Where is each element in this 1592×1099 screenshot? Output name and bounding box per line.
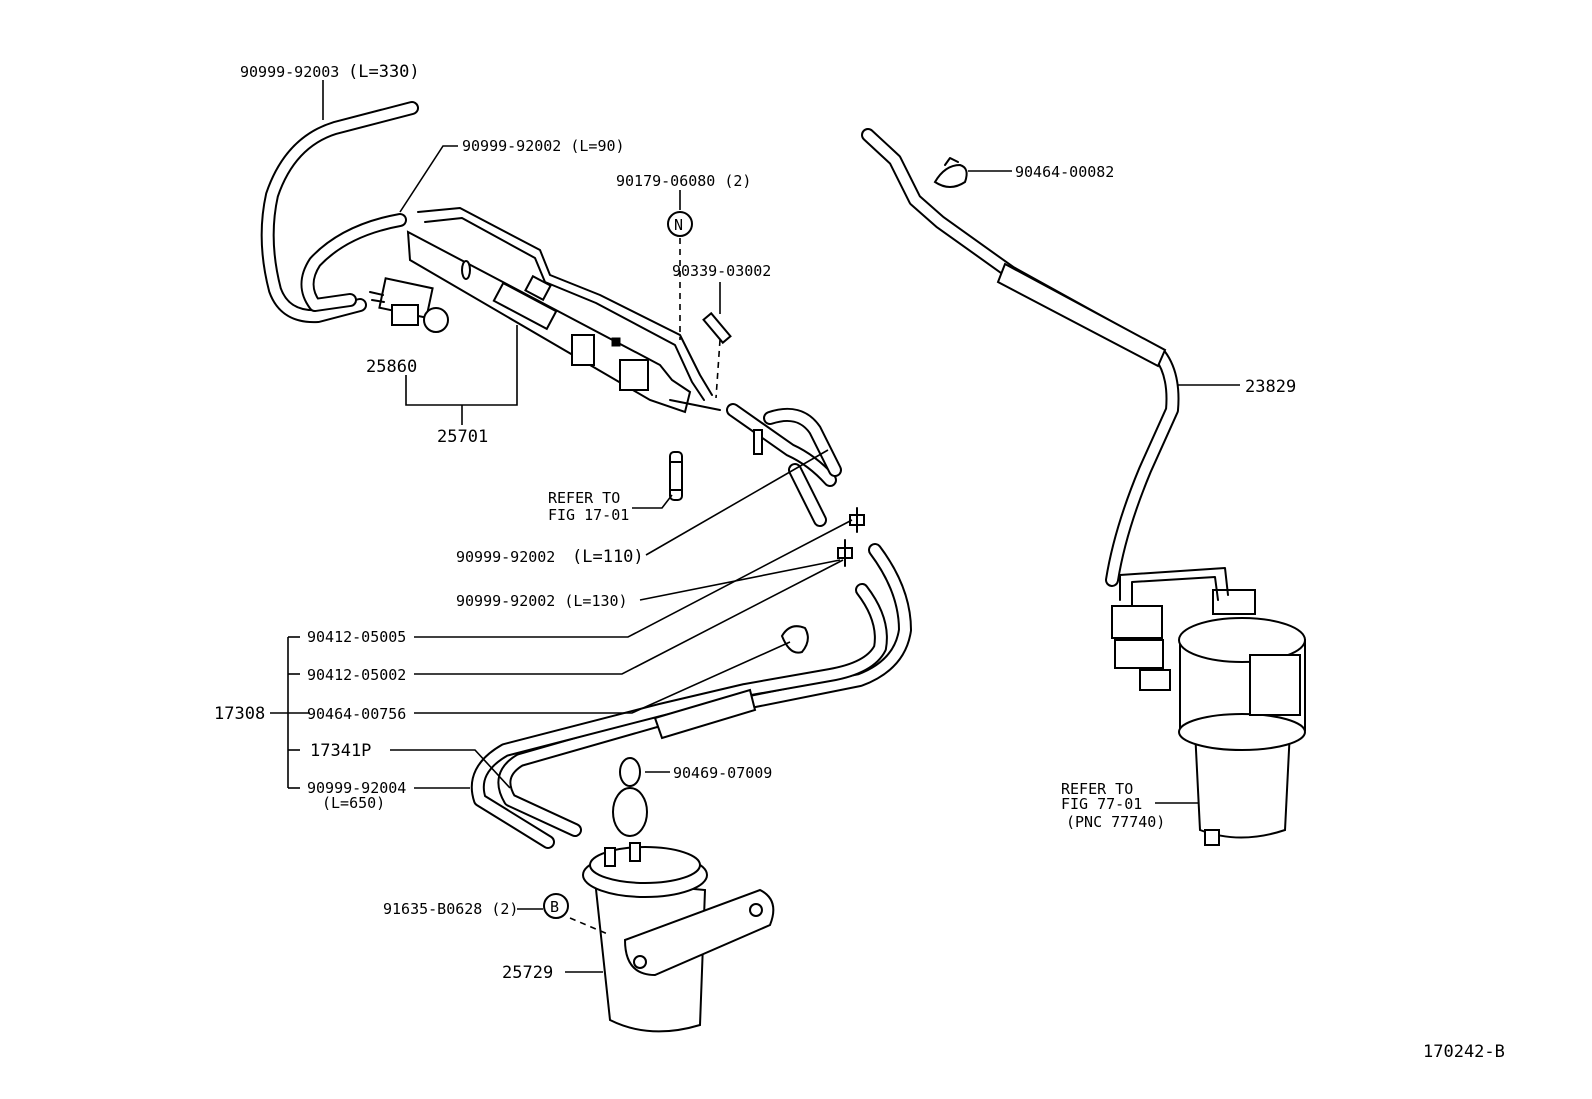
label-25701: 25701 bbox=[437, 427, 488, 447]
label-90412-05005: 90412-05005 bbox=[307, 628, 406, 646]
pipe-23829 bbox=[861, 128, 1180, 587]
label-refer-77-line3: (PNC 77740) bbox=[1066, 813, 1165, 831]
label-90999-92003: 90999-92003 bbox=[240, 63, 339, 81]
label-refer-77-line1: REFER TO bbox=[1061, 780, 1133, 798]
label-90464-00082: 90464-00082 bbox=[1015, 163, 1114, 181]
callout-b-letter: B bbox=[550, 898, 559, 916]
label-90999-92002-l90: 90999-92002 (L=90) bbox=[462, 137, 625, 155]
label-90999-92003-length: (L=330) bbox=[348, 62, 420, 82]
label-90464-00756: 90464-00756 bbox=[307, 705, 406, 723]
fitting-90412-05005 bbox=[849, 507, 865, 533]
label-91635-b0628: 91635-B0628 (2) bbox=[383, 900, 518, 918]
clamp-90464-00082 bbox=[933, 157, 968, 188]
label-90999-92002-l130: 90999-92002 (L=130) bbox=[456, 592, 628, 610]
figure-id: 170242-B bbox=[1423, 1042, 1505, 1062]
label-90339-03002: 90339-03002 bbox=[672, 262, 771, 280]
label-refer-17-line2: FIG 17-01 bbox=[548, 506, 629, 524]
vsv-25860 bbox=[369, 277, 449, 333]
label-90179-06080: 90179-06080 (2) bbox=[616, 172, 751, 190]
hose-90999-92002-l130 bbox=[753, 429, 827, 527]
pipe-refer-fig-17-01 bbox=[669, 451, 683, 501]
label-25860: 25860 bbox=[366, 357, 417, 377]
label-90999-92002-l110: 90999-92002 bbox=[456, 548, 555, 566]
label-25729: 25729 bbox=[502, 963, 553, 983]
clamp-90464-00756 bbox=[780, 625, 809, 654]
labels: 90999-92003 (L=330) 90999-92002 (L=90) 9… bbox=[214, 62, 1505, 1062]
fitting-90412-05002 bbox=[837, 539, 853, 567]
label-90999-92004: 90999-92004 bbox=[307, 779, 406, 797]
pipe-90339-03002 bbox=[702, 311, 732, 345]
callout-b: B bbox=[543, 893, 569, 919]
leader-lines bbox=[270, 80, 1240, 973]
label-17308: 17308 bbox=[214, 704, 265, 724]
hose-90999-92002-l110 bbox=[726, 403, 842, 487]
hose-90999-92003 bbox=[260, 101, 419, 324]
label-refer-77-line2: FIG 77-01 bbox=[1061, 795, 1142, 813]
bracket-25701 bbox=[406, 207, 721, 414]
label-90469-07009: 90469-07009 bbox=[673, 764, 772, 782]
callout-n-letter: N bbox=[674, 216, 683, 234]
label-23829: 23829 bbox=[1245, 377, 1296, 397]
o-ring-90469-07009 bbox=[612, 757, 648, 837]
callout-n: N bbox=[667, 211, 721, 399]
label-refer-17-line1: REFER TO bbox=[548, 489, 620, 507]
pipe-assy-17341p bbox=[470, 543, 912, 849]
label-90999-92002-l110-length: (L=110) bbox=[572, 547, 644, 567]
label-90412-05002: 90412-05002 bbox=[307, 666, 406, 684]
charcoal-canister-77740 bbox=[1111, 567, 1306, 846]
label-17341p: 17341P bbox=[310, 741, 371, 761]
hose-90999-92002-l90 bbox=[300, 213, 407, 312]
label-90999-92004-length: (L=650) bbox=[322, 794, 385, 812]
canister-25729 bbox=[569, 842, 775, 1033]
